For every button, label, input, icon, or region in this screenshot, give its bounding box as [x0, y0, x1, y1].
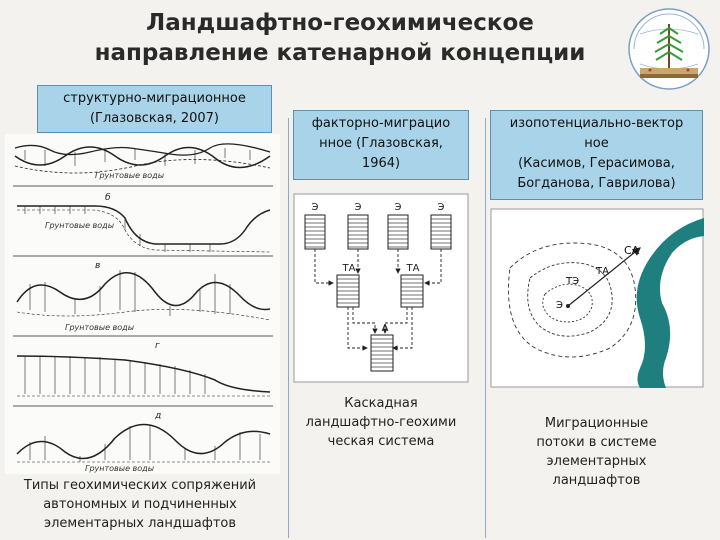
box-text: структурно-миграционное [63, 91, 246, 106]
profile-v [16, 270, 271, 321]
box-text: 1964) [361, 156, 401, 171]
profile-a [14, 143, 271, 174]
label-a: А [382, 323, 389, 334]
e-box-4 [430, 214, 452, 250]
caption-line: ландшафтно-геохими [305, 415, 457, 430]
e-point [566, 304, 570, 308]
label-ta2: ТА [406, 263, 420, 274]
caption-line: ландшафтов [552, 473, 641, 488]
caption-line: автономных и подчиненных [43, 497, 237, 512]
profile-b [17, 205, 271, 253]
contour-outer [507, 242, 637, 358]
map-label-te: ТЭ [565, 276, 579, 287]
flow-arrow [567, 247, 641, 307]
box-text: (Касимов, Герасимова, [518, 156, 675, 171]
structural-migration-box: структурно-миграционное (Глазовская, 200… [37, 85, 272, 133]
contour-inner [542, 283, 593, 323]
map-label-sa: СА [624, 244, 640, 257]
box-text: факторно-миграцио [311, 116, 451, 131]
ta-box-1 [336, 274, 360, 308]
box-text: изопотенциально-вектор [509, 116, 684, 131]
e-box-2 [347, 214, 369, 250]
groundwater-label: Грунтовые воды [85, 464, 154, 473]
institution-logo [628, 8, 710, 90]
caption-line: элементарных ландшафтов [43, 516, 237, 531]
groundwater-label: Грунтовые воды [45, 221, 114, 230]
title-line-2: направление катенарной концепции [94, 40, 586, 66]
label-e2: Э [355, 202, 362, 213]
box-text: ное [584, 136, 609, 151]
migration-flows-map: СА ТА ТЭ Э [490, 208, 704, 388]
page-title: Ландшафтно-геохимическое направление кат… [60, 8, 620, 68]
label-e3: Э [395, 202, 402, 213]
groundwater-label: Грунтовые воды [95, 171, 164, 180]
map-label-ta: ТА [595, 266, 609, 277]
title-line-1: Ландшафтно-геохимическое [146, 10, 534, 36]
divider-1 [288, 118, 289, 538]
profile-d [16, 423, 271, 463]
caption-line: Миграционные [544, 416, 649, 431]
groundwater-label: Грунтовые воды [65, 323, 134, 332]
profile-label-v: в [95, 261, 100, 271]
box-text: (Глазовская, 2007) [89, 111, 219, 126]
caption-line: потоки в системе [536, 435, 657, 450]
cascade-system-diagram: Э Э Э Э ТА ТА А [293, 193, 469, 383]
label-e1: Э [312, 202, 319, 213]
a-box [370, 334, 394, 372]
profile-label-b: б [105, 193, 111, 203]
divider-2 [485, 118, 486, 538]
factor-migration-box: факторно-миграцио нное (Глазовская, 1964… [293, 110, 469, 180]
box-text: Богданова, Гаврилова) [517, 176, 676, 191]
isopotential-vector-box: изопотенциально-вектор ное (Касимов, Гер… [490, 110, 703, 200]
e-box-1 [304, 214, 326, 250]
label-ta1: ТА [342, 263, 356, 274]
fir-tree-icon [654, 27, 684, 61]
caption-line: элементарных [546, 454, 647, 469]
landscape-profiles-diagram: Грунтовые воды б Грунтовые воды в Грунто… [5, 134, 280, 474]
caption-line: ческая система [327, 434, 435, 449]
contour-middle [527, 262, 613, 337]
river [636, 218, 704, 388]
right-caption: Миграционные потоки в системе элементарн… [490, 414, 703, 490]
map-label-e: Э [556, 300, 563, 311]
profile-label-d: д [154, 411, 161, 421]
e-box-3 [387, 214, 409, 250]
box-text: нное (Глазовская, [319, 136, 443, 151]
caption-line: Типы геохимических сопряжений [23, 478, 257, 493]
left-caption: Типы геохимических сопряжений автономных… [5, 476, 275, 533]
profile-label-g: г [155, 341, 160, 351]
ta-box-2 [400, 274, 424, 308]
middle-caption: Каскадная ландшафтно-геохими ческая сист… [293, 394, 469, 451]
label-e4: Э [438, 202, 445, 213]
profile-g [16, 355, 271, 397]
caption-line: Каскадная [344, 396, 418, 411]
